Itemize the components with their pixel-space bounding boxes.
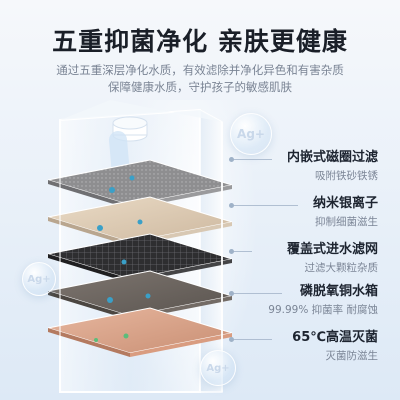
connector-line <box>232 159 272 160</box>
connector-dot <box>229 249 234 254</box>
subtitle-line-1: 通过五重深层净化水质，有效滤除并净化异色和有害杂质 <box>56 63 344 77</box>
feature-magnetic-filter: 内嵌式磁圈过滤 吸附铁砂铁锈 <box>287 150 378 184</box>
connector-dot <box>229 291 234 296</box>
feature-title: 磷脱氧铜水箱 <box>299 284 378 299</box>
feature-desc: 过滤大颗粒杂质 <box>304 262 379 274</box>
page-title: 五重抑菌净化 亲肤更健康 <box>52 27 348 56</box>
connector-dot <box>229 337 234 342</box>
feature-title: 纳米银离子 <box>312 196 378 211</box>
silver-ion-bubble-icon: Ag+ <box>230 113 272 155</box>
silver-ion-bubble-icon: Ag+ <box>22 262 56 296</box>
feature-desc: 99.99% 抑菌率 耐腐蚀 <box>268 304 378 316</box>
feature-high-temp: 65℃高温灭菌 灭菌防滋生 <box>292 330 378 364</box>
feature-copper-tank: 磷脱氧铜水箱 99.99% 抑菌率 耐腐蚀 <box>268 284 378 318</box>
feature-inlet-mesh: 覆盖式进水滤网 过滤大颗粒杂质 <box>287 242 378 276</box>
silver-ion-bubble-icon: Ag+ <box>200 350 236 386</box>
feature-title: 65℃高温灭菌 <box>292 330 378 345</box>
feature-desc: 吸附铁砂铁锈 <box>315 170 378 182</box>
feature-desc: 灭菌防滋生 <box>325 350 379 362</box>
connector-dot <box>229 203 234 208</box>
feature-title: 内嵌式磁圈过滤 <box>286 150 378 165</box>
connector-line <box>232 339 272 340</box>
feature-desc: 抑制细菌滋生 <box>315 216 378 228</box>
connector-line <box>232 251 252 252</box>
connector-dot <box>229 157 234 162</box>
feature-nano-silver: 纳米银离子 抑制细菌滋生 <box>313 196 378 230</box>
connector-line <box>232 293 282 294</box>
feature-title: 覆盖式进水滤网 <box>286 242 378 257</box>
connector-line <box>232 205 298 206</box>
tank-top <box>60 100 222 122</box>
subtitle-line-2: 保障健康水质，守护孩子的敏感肌肤 <box>108 80 292 94</box>
